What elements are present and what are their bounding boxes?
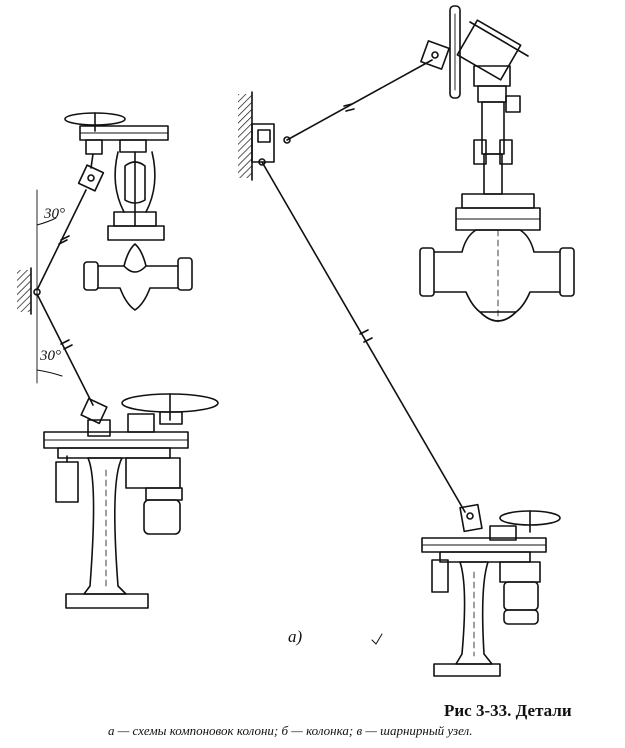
right-upper-valve bbox=[419, 5, 575, 323]
left-upper-link-rod bbox=[36, 189, 87, 291]
angle-label-upper: 30° bbox=[43, 206, 65, 222]
figure-caption-title: Рис 3-33. Детали bbox=[444, 701, 572, 720]
angle-arc-upper bbox=[36, 217, 57, 226]
figure-caption-legend: а — схемы компоновок колони; б — колонка… bbox=[108, 723, 473, 738]
angle-arc-lower bbox=[36, 369, 63, 377]
stray-mark bbox=[371, 633, 383, 645]
right-wall-mount bbox=[238, 91, 291, 181]
left-upper-valve bbox=[64, 112, 193, 311]
left-wall-mount bbox=[17, 267, 41, 315]
angle-label-lower: 30° bbox=[39, 348, 61, 364]
left-lower-link-rod bbox=[36, 293, 94, 406]
right-lower-column bbox=[421, 503, 561, 677]
right-upper-link-rod bbox=[286, 59, 433, 141]
subfigure-label: а) bbox=[288, 627, 303, 646]
right-lower-link-rod bbox=[261, 161, 466, 513]
left-lower-column bbox=[43, 393, 219, 609]
